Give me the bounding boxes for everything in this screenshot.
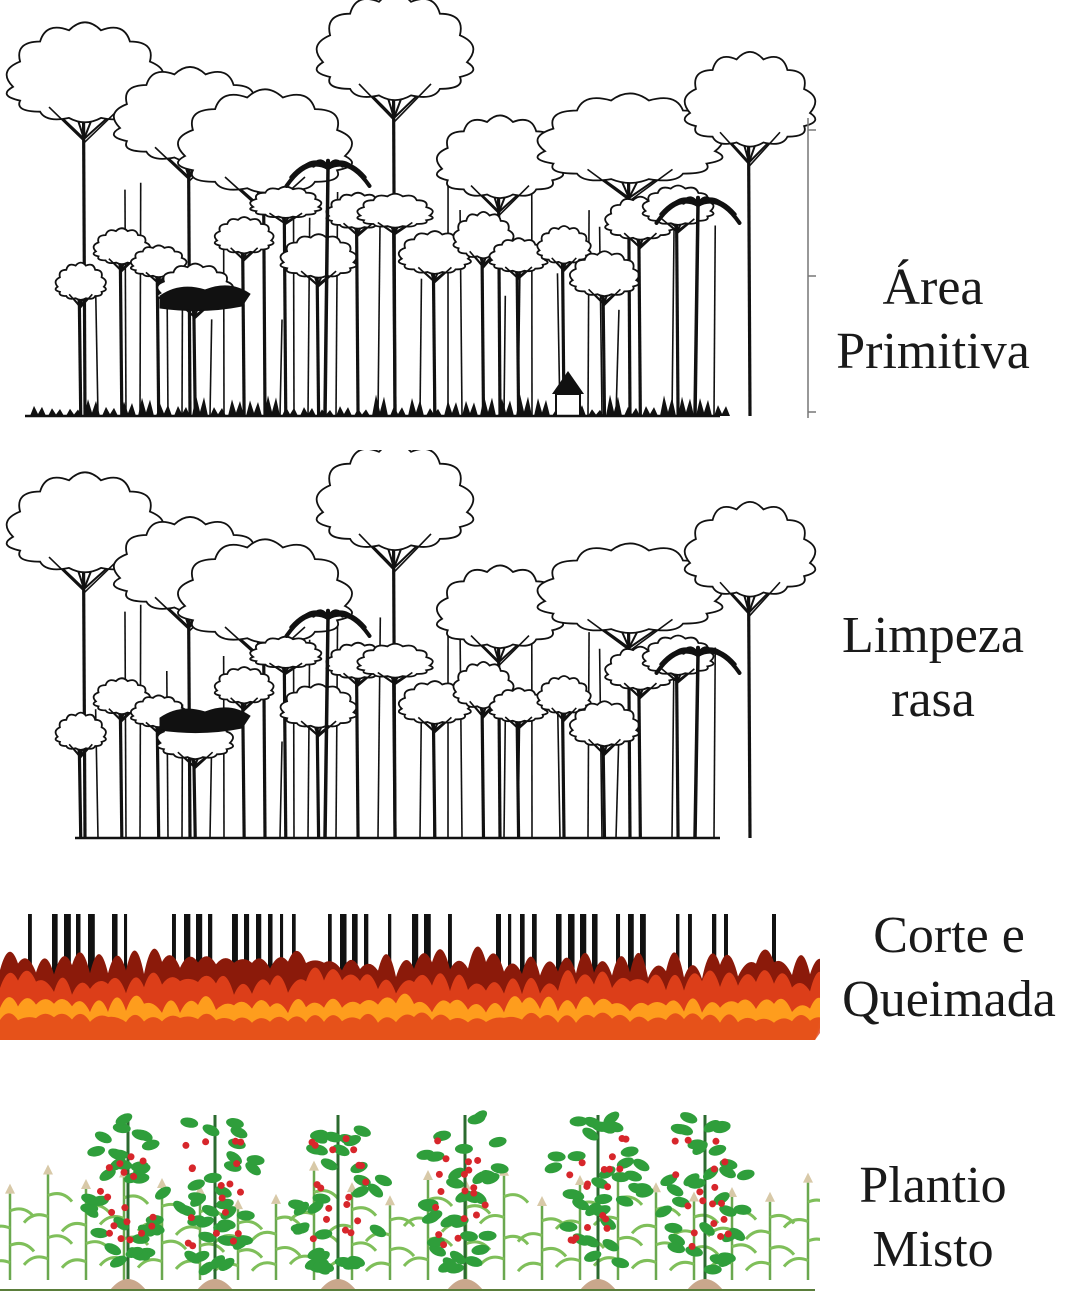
tree-canopy-icon	[250, 637, 321, 838]
mixed-planting-illustration	[0, 1100, 820, 1292]
mixed-planting-panel	[0, 1100, 820, 1292]
tree-canopy-icon	[399, 681, 471, 838]
label-line-1: Corte e	[818, 904, 1080, 968]
corn-plant-icon	[746, 1192, 794, 1280]
label-line-1: Plantio	[808, 1154, 1058, 1218]
tree-canopy-icon	[56, 263, 106, 416]
tree-canopy-icon	[685, 52, 816, 416]
label-line-2: Queimada	[818, 968, 1080, 1032]
corn-plant-icon	[518, 1196, 566, 1280]
label-line-1: Área	[808, 256, 1058, 320]
label-line-2: Misto	[808, 1218, 1058, 1282]
primitive-forest-illustration	[0, 0, 820, 430]
label-line-2: Primitiva	[808, 320, 1058, 384]
label-slash-burn: Corte e Queimada	[818, 904, 1080, 1032]
corn-plant-icon	[366, 1195, 414, 1280]
corn-plant-icon	[24, 1164, 72, 1280]
tree-canopy-icon	[605, 197, 675, 416]
tree-canopy-icon	[643, 636, 714, 839]
label-primitive-area: Área Primitiva	[808, 256, 1058, 384]
tree-canopy-icon	[281, 684, 357, 838]
label-clear-cut: Limpeza rasa	[808, 604, 1058, 732]
clearing-forest-panel	[0, 450, 820, 850]
tree-canopy-icon	[643, 186, 714, 417]
label-mixed-planting: Plantio Misto	[808, 1154, 1058, 1282]
tree-canopy-icon	[399, 231, 471, 416]
corn-plant-icon	[0, 1184, 34, 1280]
tree-canopy-icon	[250, 187, 321, 416]
label-line-2: rasa	[808, 668, 1058, 732]
primitive-forest-panel	[0, 0, 820, 430]
clearing-forest-illustration	[0, 450, 820, 850]
tree-canopy-icon	[537, 676, 590, 838]
label-line-1: Limpeza	[808, 604, 1058, 668]
coffee-plant-icon	[653, 1110, 755, 1290]
slash-burn-illustration	[0, 900, 820, 1050]
hut-icon	[552, 371, 584, 416]
flame-icon	[0, 946, 820, 1040]
coffee-plant-icon	[80, 1111, 173, 1290]
slash-burn-panel	[0, 900, 820, 1050]
tree-canopy-icon	[281, 234, 357, 416]
